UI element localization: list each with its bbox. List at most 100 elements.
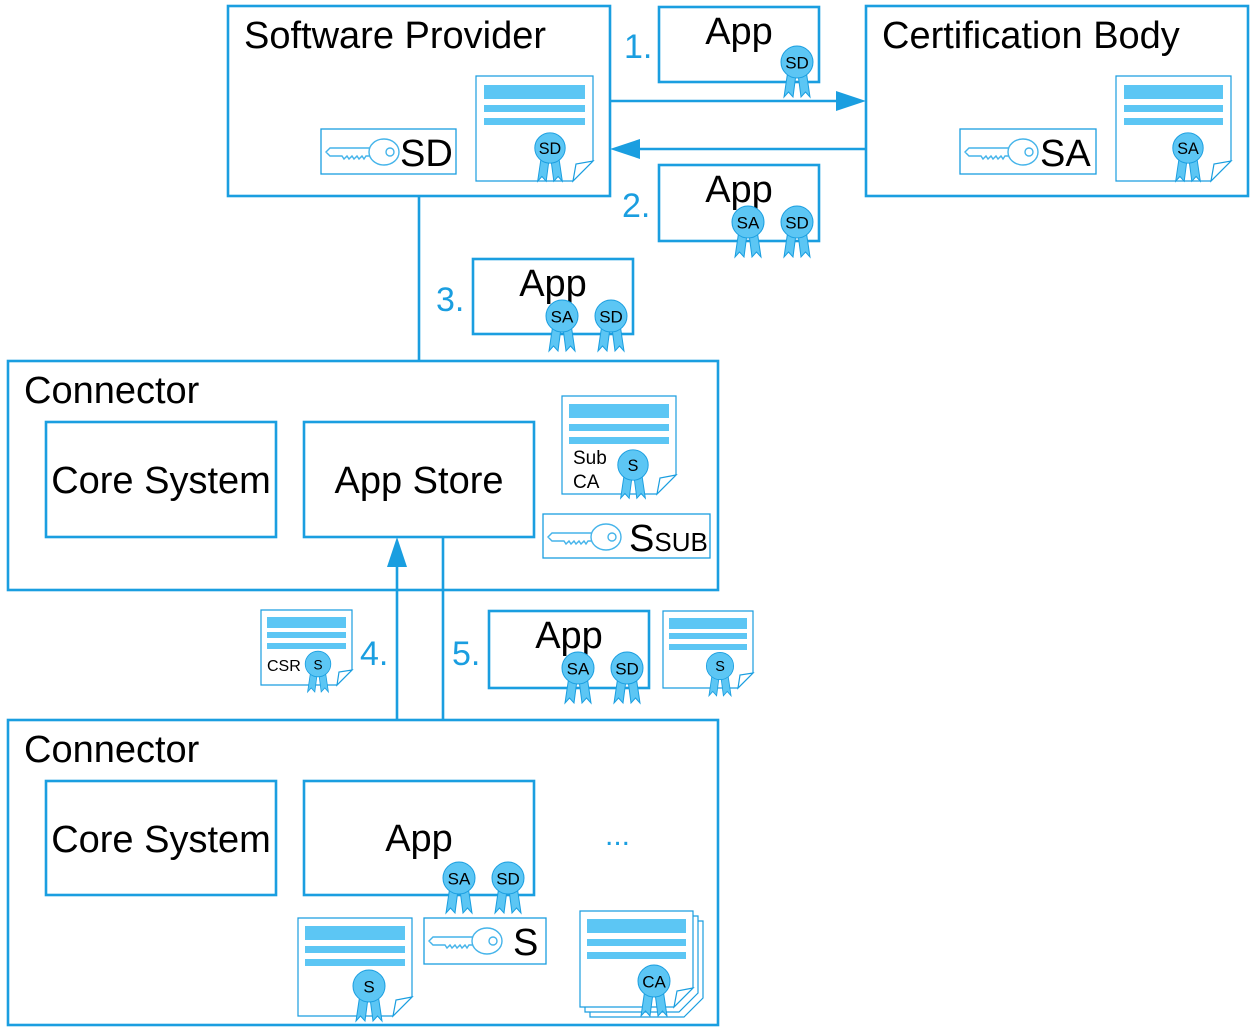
seal: SA bbox=[561, 651, 595, 704]
seal-label: S bbox=[715, 659, 725, 675]
seal-label: SD bbox=[539, 140, 561, 158]
certification-body-title: Certification Body bbox=[882, 15, 1180, 57]
key-label: SA bbox=[1040, 133, 1091, 175]
certificate-fold bbox=[1210, 160, 1233, 183]
certificate-bar bbox=[305, 946, 405, 953]
connector-title: Connector bbox=[24, 729, 200, 771]
key-label: S bbox=[513, 922, 538, 964]
certificate-bar bbox=[267, 617, 346, 628]
certificate-fold bbox=[656, 474, 678, 496]
software-provider-key: SD bbox=[320, 128, 457, 175]
seal: SD bbox=[780, 205, 814, 258]
seal-label: SA bbox=[567, 660, 590, 679]
seal: SA bbox=[545, 299, 579, 352]
key-label: SSUB bbox=[629, 518, 708, 560]
app-package-label: App bbox=[535, 615, 603, 657]
certificate-bar bbox=[305, 959, 405, 966]
step-number: 5. bbox=[452, 635, 480, 673]
step-number: 1. bbox=[624, 28, 652, 66]
connector-title: Connector bbox=[24, 370, 200, 412]
seal-label: SA bbox=[737, 214, 760, 233]
certificate-bar bbox=[484, 105, 585, 112]
certificate-bar bbox=[587, 939, 686, 946]
seal-label: SA bbox=[1177, 140, 1199, 158]
seal: SA bbox=[442, 861, 476, 914]
certificate-fold bbox=[572, 160, 595, 183]
software-provider-title: Software Provider bbox=[244, 15, 546, 57]
seal-label: SA bbox=[551, 308, 574, 327]
certification-body: Certification Body SA SA bbox=[864, 4, 1250, 198]
seal: SA bbox=[731, 205, 765, 258]
certificate-bar bbox=[1124, 105, 1223, 112]
certificate-bar bbox=[669, 633, 747, 639]
seal-label: SD bbox=[599, 308, 623, 327]
seal: SD bbox=[491, 861, 525, 914]
arrow-head bbox=[610, 139, 640, 159]
seal-label: S bbox=[363, 978, 374, 997]
seal-label: SD bbox=[496, 870, 520, 889]
connector-app-store: Connector Core System App Store Sub CA S… bbox=[6, 359, 720, 592]
step-1: 1. App SD bbox=[624, 5, 821, 98]
certificate-fold bbox=[392, 996, 414, 1018]
step-number: 4. bbox=[360, 635, 388, 673]
certificate-bar bbox=[669, 618, 747, 629]
certificate-bar bbox=[1124, 85, 1223, 99]
seal-label: SD bbox=[785, 54, 809, 73]
arrow-head bbox=[836, 91, 866, 111]
core-system-box bbox=[44, 779, 278, 897]
sub-ca-certificate: Sub CA S bbox=[561, 395, 678, 499]
software-provider-certificate: SD bbox=[475, 75, 595, 183]
more-apps-ellipsis: ... bbox=[605, 819, 630, 852]
core-system-label: Core System bbox=[51, 460, 271, 502]
arrow-to-certification-body bbox=[610, 91, 866, 111]
ca-certificate-stack: CA bbox=[579, 910, 704, 1018]
sub-ca-key: SSUB bbox=[542, 513, 711, 560]
sub-ca-label-line2: CA bbox=[573, 472, 600, 493]
arrow-to-software-provider bbox=[610, 139, 866, 159]
seal: S bbox=[617, 449, 649, 499]
seal: SD bbox=[610, 651, 644, 704]
app-package-label: App bbox=[705, 169, 773, 211]
certificate-bar bbox=[1124, 118, 1223, 125]
core-system-label: Core System bbox=[51, 819, 271, 861]
certificate-bar bbox=[484, 118, 585, 125]
app-store-label: App Store bbox=[335, 460, 504, 502]
key-label-subscript: SUB bbox=[654, 527, 707, 557]
seal: SD bbox=[534, 132, 566, 182]
key-label-main: S bbox=[629, 518, 654, 560]
app-store-box bbox=[302, 420, 536, 539]
seal: S bbox=[705, 651, 735, 697]
seal-label: CA bbox=[642, 973, 666, 992]
certification-body-key: SA bbox=[959, 128, 1097, 175]
core-system-box bbox=[44, 420, 278, 539]
csr-label: CSR bbox=[267, 658, 301, 675]
app-package-label: App bbox=[705, 11, 773, 53]
connector-key: S bbox=[423, 917, 547, 965]
certificate-bar bbox=[569, 424, 669, 431]
seal: SD bbox=[594, 299, 628, 352]
issued-certificate: S bbox=[662, 610, 755, 697]
sub-ca-label-line1: Sub bbox=[573, 448, 607, 469]
step-number: 2. bbox=[622, 187, 650, 225]
step-5: 5. App SA SD S bbox=[433, 537, 755, 780]
seal-label: SD bbox=[615, 660, 639, 679]
seal: CA bbox=[637, 964, 671, 1017]
connector-app: Connector Core System App SA SD ... S bbox=[6, 718, 720, 1027]
software-provider: Software Provider SD SD bbox=[226, 4, 612, 198]
seal-label: SD bbox=[785, 214, 809, 233]
step-number: 3. bbox=[436, 281, 464, 319]
certificate-bar bbox=[569, 404, 669, 418]
key-label: SD bbox=[400, 133, 453, 175]
seal: SA bbox=[1172, 132, 1204, 182]
seal: SD bbox=[780, 45, 814, 98]
certificate-fold bbox=[737, 672, 755, 690]
certificate-bar bbox=[484, 85, 585, 99]
csr-certificate: CSR S bbox=[260, 609, 354, 693]
step-2: 2. App SA SD bbox=[622, 163, 821, 258]
step-3: 3. App SA SD bbox=[436, 257, 635, 352]
certificate-bar bbox=[305, 926, 405, 940]
certificate-bar bbox=[569, 437, 669, 444]
certificate-bar bbox=[267, 632, 346, 638]
seal-label: SA bbox=[448, 870, 471, 889]
